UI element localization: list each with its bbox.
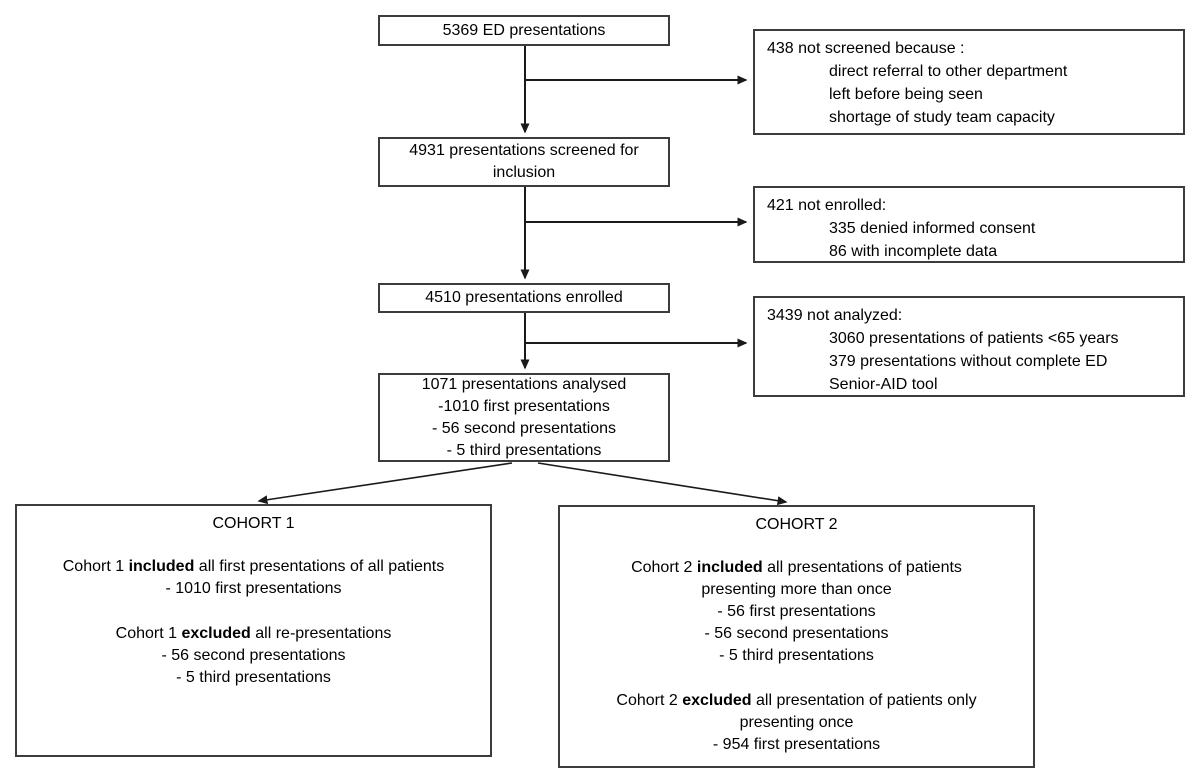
not-screened-line3: left before being seen [829, 86, 983, 103]
box-analysed-line1: 1071 presentations analysed [421, 375, 627, 393]
cohort1-excluded-suffix: all re-presentations [250, 625, 392, 642]
box-not-screened: 438 not screened because : direct referr… [753, 29, 1185, 135]
box-enrolled-line1: 4510 presentations enrolled [425, 289, 623, 306]
box-ed-presentations: 5369 ED presentations [378, 15, 670, 46]
not-enrolled-line1: 421 not enrolled: [767, 197, 887, 214]
cohort2-excluded-prefix: Cohort 2 [616, 692, 683, 709]
box-ed-line1: 5369 ED presentations [442, 21, 606, 39]
cohort1-included-prefix: Cohort 1 [62, 558, 129, 575]
box-screened-line2: inclusion [492, 164, 556, 181]
cohort2-included-item1: - 56 first presentations [717, 603, 876, 620]
cohort1-included-item1: - 1010 first presentations [165, 580, 342, 597]
not-analyzed-line3: 379 presentations without complete ED [829, 353, 1108, 370]
not-enrolled-line2: 335 denied informed consent [829, 220, 1036, 237]
box-not-analyzed: 3439 not analyzed: 3060 presentations of… [753, 296, 1185, 397]
cohort2-included-prefix: Cohort 2 [631, 559, 697, 576]
not-analyzed-line4: Senior-AID tool [829, 376, 938, 393]
not-screened-line1: 438 not screened because : [767, 40, 965, 57]
not-enrolled-line3: 86 with incomplete data [829, 243, 998, 260]
cohort2-included-bold: included [696, 559, 763, 576]
arrow-analysed-to-cohort1 [257, 462, 513, 505]
box-analysed: 1071 presentations analysed -1010 first … [378, 373, 670, 462]
cohort1-excluded-item2: - 5 third presentations [176, 669, 331, 686]
box-cohort-1: COHORT 1 Cohort 1 included all first pre… [15, 504, 492, 757]
cohort1-excluded-item1: - 56 second presentations [161, 647, 346, 664]
cohort2-excluded-bold: excluded [682, 692, 752, 709]
cohort1-included-bold: included [128, 558, 195, 575]
box-analysed-line3: - 56 second presentations [431, 419, 617, 437]
cohort2-title: COHORT 2 [755, 516, 838, 533]
box-screened-line1: 4931 presentations screened for [409, 142, 639, 159]
cohort2-excluded-line2: presenting once [739, 714, 854, 731]
box-screened-for-inclusion: 4931 presentations screened for inclusio… [378, 137, 670, 187]
not-screened-line4: shortage of study team capacity [829, 109, 1055, 126]
box-enrolled: 4510 presentations enrolled [378, 283, 670, 313]
box-analysed-line4: - 5 third presentations [446, 441, 602, 459]
not-screened-line2: direct referral to other department [829, 63, 1068, 80]
not-analyzed-line1: 3439 not analyzed: [767, 307, 903, 324]
box-not-enrolled: 421 not enrolled: 335 denied informed co… [753, 186, 1185, 263]
cohort2-excluded-item1: - 954 first presentations [712, 736, 881, 753]
not-analyzed-line2: 3060 presentations of patients <65 years [829, 330, 1119, 347]
cohort1-excluded-bold: excluded [181, 625, 251, 642]
cohort1-title: COHORT 1 [212, 515, 295, 532]
cohort1-included-suffix: all first presentations of all patients [194, 558, 445, 575]
cohort2-included-item2: - 56 second presentations [704, 625, 889, 642]
cohort2-excluded-suffix: all presentation of patients only [751, 692, 977, 709]
cohort2-included-line: Cohort 2 included all presentations of p… [560, 557, 1033, 579]
cohort2-included-item3: - 5 third presentations [719, 647, 874, 664]
box-cohort-2: COHORT 2 Cohort 2 included all presentat… [558, 505, 1035, 768]
cohort1-excluded-line: Cohort 1 excluded all re-presentations [17, 623, 490, 645]
arrow-analysed-to-cohort2 [537, 462, 788, 506]
cohort2-excluded-line: Cohort 2 excluded all presentation of pa… [560, 690, 1033, 712]
cohort1-included-line: Cohort 1 included all first presentation… [17, 556, 490, 578]
cohort2-included-suffix: all presentations of patients [762, 559, 962, 576]
box-analysed-line2: -1010 first presentations [438, 397, 610, 415]
cohort2-included-line2: presenting more than once [701, 581, 892, 598]
cohort1-excluded-prefix: Cohort 1 [115, 625, 182, 642]
